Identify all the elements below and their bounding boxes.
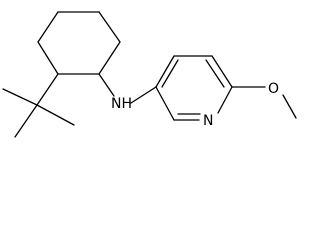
bond [37,41,59,75]
bond [282,94,297,119]
amine-nh-label: NH [111,96,132,112]
cyclohexane-ring [37,11,121,75]
bond [37,11,59,43]
bond [211,55,233,88]
tert-butyl-group [2,73,75,138]
bond [98,11,121,43]
methoxy-group [231,86,297,119]
pyridine-ring [155,55,233,121]
ring-nitrogen-label: N [203,113,213,129]
bond [130,86,157,104]
amine-linker [98,73,157,104]
bond [98,41,121,75]
bond [36,104,75,126]
bond [98,73,115,97]
ether-oxygen-label: O [268,81,279,97]
bond [205,59,225,88]
bond [14,104,38,138]
bond [155,86,175,121]
bond [161,59,179,88]
bond [155,55,175,88]
molecule-structure: NH N O [2,11,297,138]
bond [217,86,233,114]
bond [36,73,59,106]
bond [2,88,38,106]
